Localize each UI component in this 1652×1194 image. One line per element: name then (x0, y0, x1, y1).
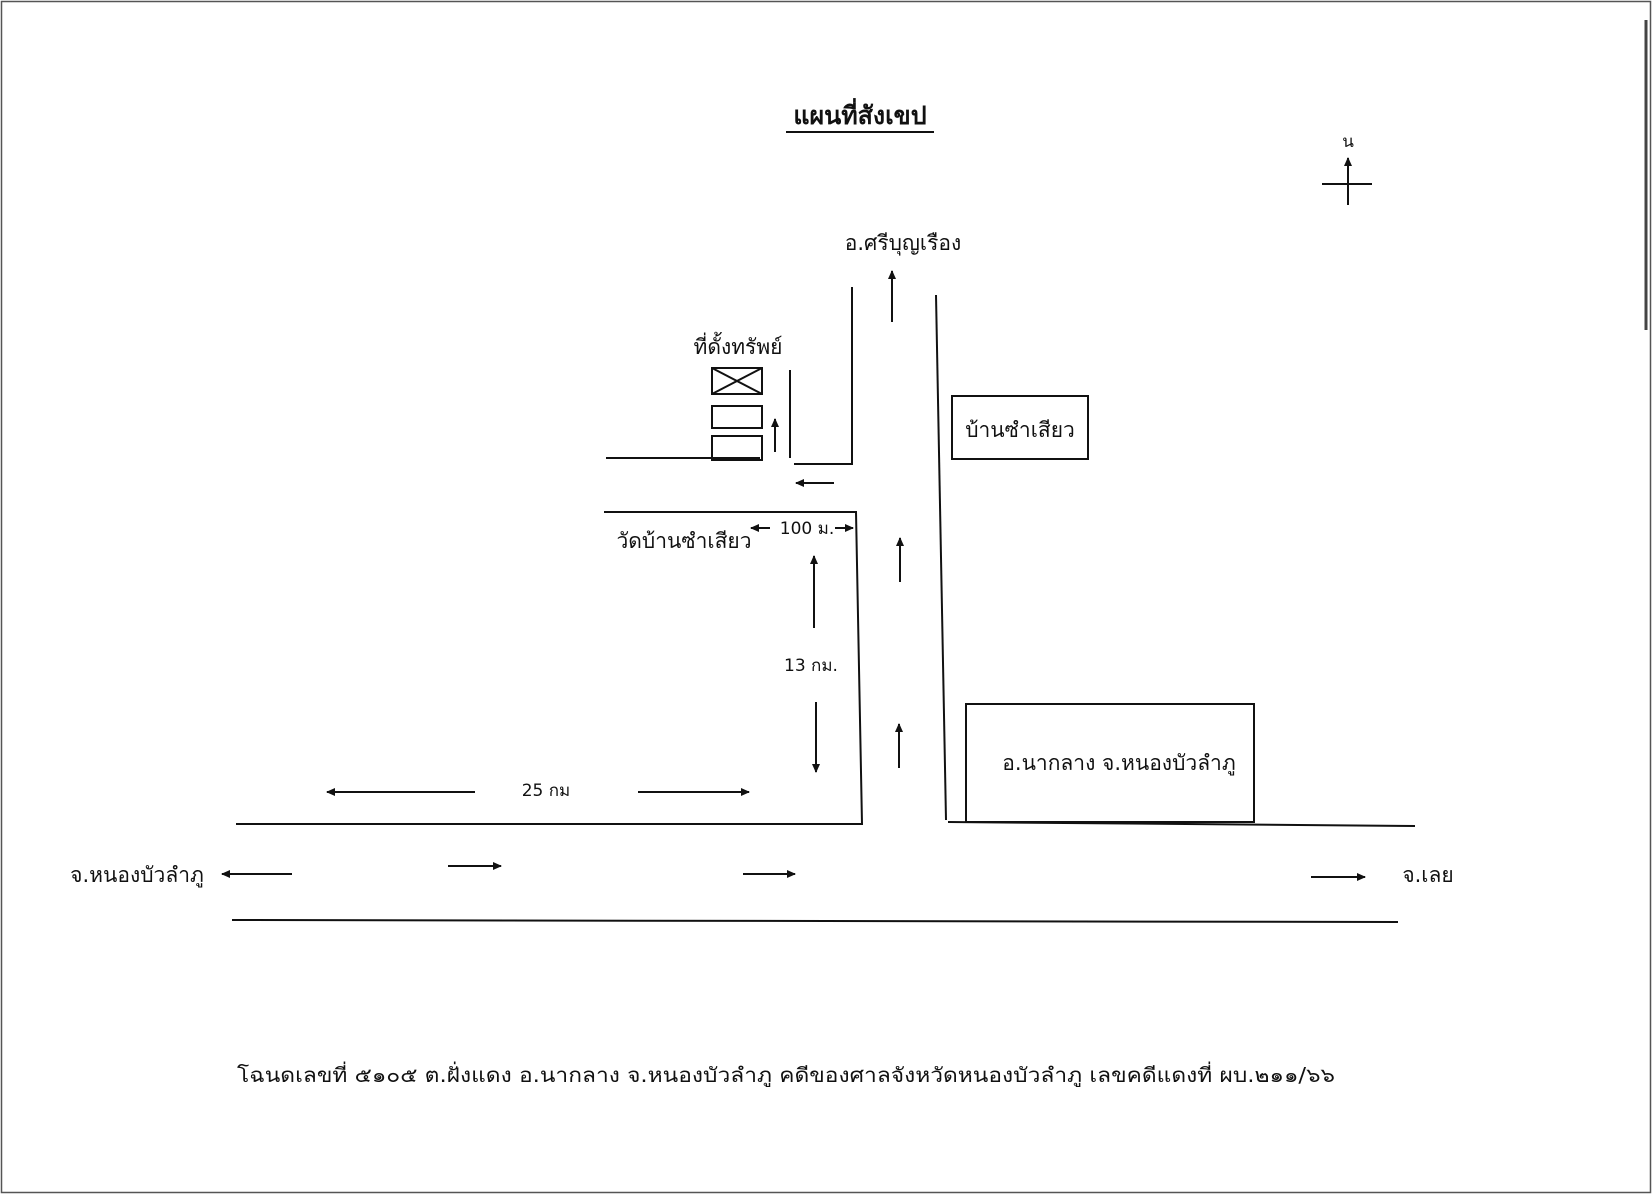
label-13km: 13 กม. (784, 656, 838, 676)
east-west-road (231, 821, 1416, 923)
label-north-destination: อ.ศรีบุญเรือง (845, 231, 961, 256)
north-arrow-icon (1322, 157, 1372, 205)
label-25km: 25 กม (522, 781, 571, 801)
label-village: บ้านซำเสียว (965, 418, 1075, 442)
compass-label: น (1342, 132, 1354, 152)
map-title: แผนที่สังเขป (793, 98, 926, 130)
label-temple: วัดบ้านซำเสียว (616, 529, 751, 553)
label-east-destination: จ.เลย (1402, 863, 1453, 887)
village-box (951, 395, 1089, 460)
label-100m: 100 ม. (780, 519, 834, 539)
label-property: ที่ดั้งทรัพย์ (693, 332, 782, 359)
property-marker (711, 367, 763, 461)
footer-caption: โฉนดเลขที่ ๕๑๐๕ ต.ฝั่งแดง อ.นากลาง จ.หนอ… (237, 1061, 1335, 1088)
direction-arrows (221, 270, 1366, 881)
label-west-destination: จ.หนองบัวลำภู (70, 863, 204, 888)
north-south-road (236, 287, 947, 825)
label-district: อ.นากลาง จ.หนองบัวลำภู (1002, 751, 1235, 776)
district-box (965, 703, 1255, 823)
